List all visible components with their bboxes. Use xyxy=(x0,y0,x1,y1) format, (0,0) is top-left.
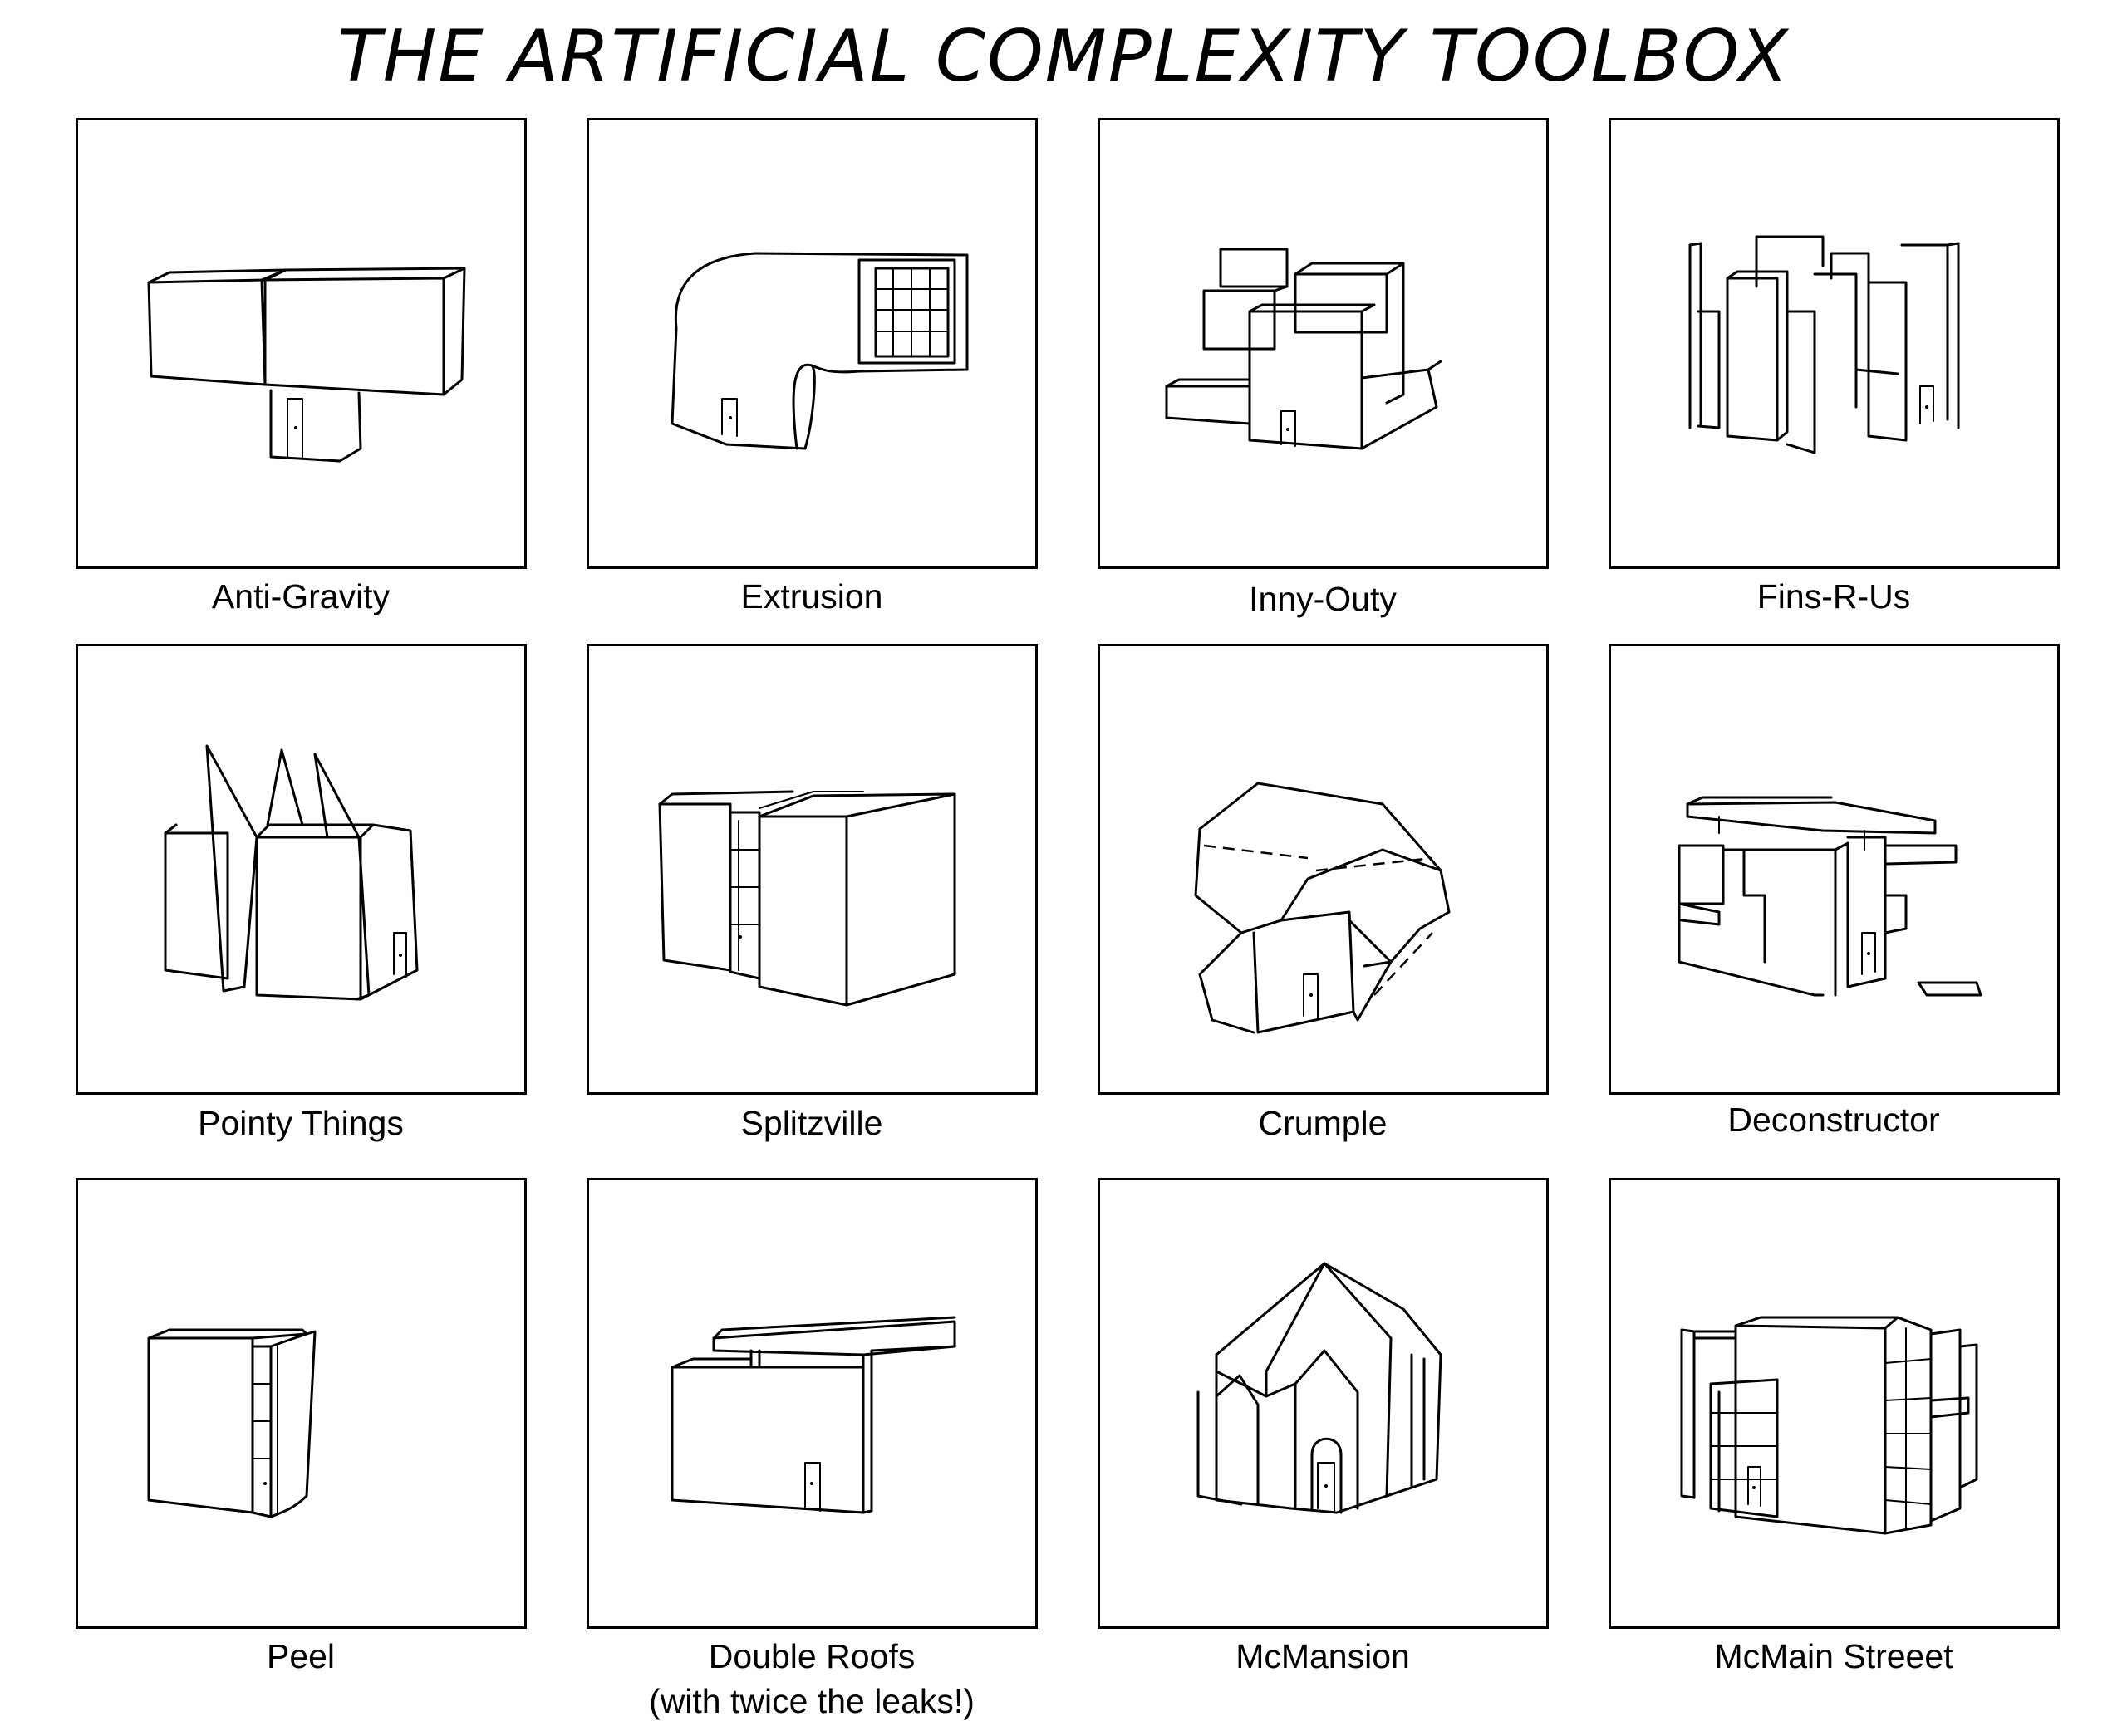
caption-inny-outy: Inny-Outy xyxy=(1249,580,1397,618)
splitzville-sketch xyxy=(658,790,956,1007)
panel-fins-r-us xyxy=(1609,118,2060,569)
panel-mcmain-streeet xyxy=(1609,1178,2060,1629)
caption-pointy-things: Pointy Things xyxy=(198,1104,404,1142)
panel-peel xyxy=(76,1178,527,1629)
caption-deconstructor: Deconstructor xyxy=(1727,1101,1940,1139)
caption-double-roofs: Double Roofs xyxy=(708,1637,916,1675)
pointy-things-sketch xyxy=(164,744,419,1001)
panel-double-roofs xyxy=(587,1178,1038,1629)
caption-fins-r-us: Fins-R-Us xyxy=(1756,577,1911,615)
fins-r-us-sketch xyxy=(1688,235,1960,454)
panel-extrusion xyxy=(587,118,1038,569)
caption-extrusion: Extrusion xyxy=(740,577,883,615)
inny-outy-sketch xyxy=(1165,248,1442,450)
panel-mcmansion xyxy=(1098,1178,1549,1629)
mcmain-streeet-sketch xyxy=(1680,1316,1978,1535)
mcmansion-sketch xyxy=(1196,1262,1442,1514)
page-title: THE ARTIFICIAL COMPLEXITY TOOLBOX xyxy=(337,15,1790,98)
panel-deconstructor xyxy=(1609,644,2060,1095)
panel-pointy-things xyxy=(76,644,527,1095)
panel-crumple xyxy=(1098,644,1549,1095)
double-roofs-sketch xyxy=(671,1316,956,1514)
caption-double-roofs-sub: (with twice the leaks!) xyxy=(649,1682,975,1720)
caption-crumple: Crumple xyxy=(1258,1104,1388,1142)
caption-peel: Peel xyxy=(266,1637,336,1675)
caption-mcmansion: McMansion xyxy=(1235,1637,1410,1675)
crumple-sketch xyxy=(1194,782,1451,1034)
panel-anti-gravity xyxy=(76,118,527,569)
caption-splitzville: Splitzville xyxy=(740,1104,883,1142)
anti-gravity-sketch xyxy=(147,267,466,463)
caption-mcmain-streeet: McMain Streeet xyxy=(1714,1637,1953,1675)
panel-splitzville xyxy=(587,644,1038,1095)
deconstructor-sketch xyxy=(1678,796,1982,997)
peel-sketch xyxy=(147,1328,317,1518)
caption-anti-gravity: Anti-Gravity xyxy=(211,577,391,615)
extrusion-sketch xyxy=(671,252,969,450)
panel-inny-outy xyxy=(1098,118,1549,569)
